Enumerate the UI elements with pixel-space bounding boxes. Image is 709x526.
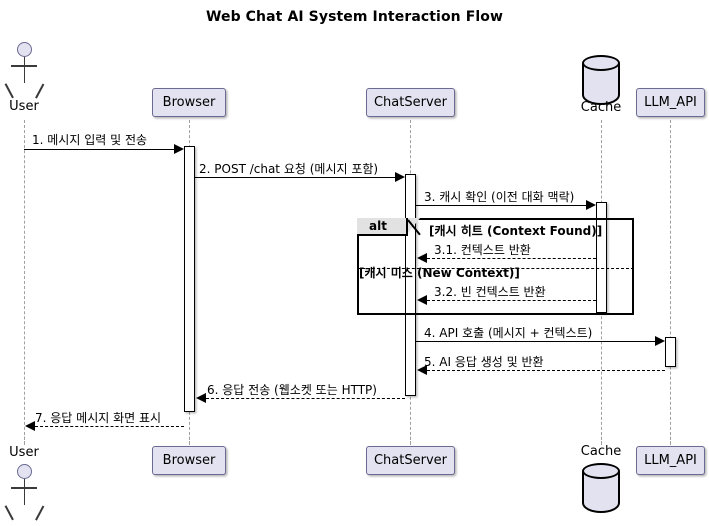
participant-label-browser-bottom: Browser <box>162 453 216 468</box>
page-title: Web Chat AI System Interaction Flow <box>205 9 504 25</box>
message-label-3-2: 3.2. 빈 컨텍스트 반환 <box>434 285 546 299</box>
participant-browser-bottom[interactable]: Browser <box>152 446 226 475</box>
message-line-4 <box>416 341 655 342</box>
message-arrowhead-3-2 <box>417 295 427 305</box>
actor-head-icon <box>17 42 32 57</box>
message-arrowhead-3 <box>586 200 596 210</box>
message-line-7 <box>35 426 184 427</box>
participant-label-browser-top: Browser <box>162 95 216 110</box>
message-line-5 <box>427 370 665 371</box>
lifeline-stub-llm-api <box>670 432 671 444</box>
fragment-guard-2: [캐시 미스 (New Context)] <box>359 266 520 280</box>
participant-label-user-bottom: User <box>9 445 39 460</box>
message-arrowhead-1 <box>174 144 184 154</box>
participant-label-llm-api-top: LLM_API <box>644 95 697 110</box>
actor-leg-left-bottom <box>4 505 14 521</box>
database-cylinder-icon-bottom <box>582 463 620 513</box>
lifeline-user <box>24 120 25 445</box>
message-line-3-1 <box>427 258 596 259</box>
actor-body-line <box>23 57 25 83</box>
participant-chatserver-bottom[interactable]: ChatServer <box>366 446 455 475</box>
message-arrowhead-3-1 <box>417 253 427 263</box>
participant-label-chatserver-bottom: ChatServer <box>373 453 447 468</box>
participant-chatserver-top[interactable]: ChatServer <box>366 88 455 117</box>
participant-browser-top[interactable]: Browser <box>152 88 226 117</box>
lifeline-stub-cache <box>601 432 602 444</box>
fragment-alt-cache <box>357 218 634 315</box>
participant-label-cache-bottom: Cache <box>580 444 622 459</box>
actor-leg-right <box>35 83 44 99</box>
fragment-operator-label: alt <box>369 219 387 233</box>
fragment-alt-operator-tab: alt <box>357 218 408 236</box>
message-label-3-1: 3.1. 컨텍스트 반환 <box>434 243 531 257</box>
message-arrowhead-6 <box>196 393 206 403</box>
message-arrowhead-4 <box>655 336 665 346</box>
activation-cache <box>596 202 607 313</box>
message-arrowhead-2 <box>395 172 405 182</box>
message-label-6: 6. 응답 전송 (웹소켓 또는 HTTP) <box>207 383 377 397</box>
activation-llm-api <box>665 337 676 367</box>
fragment-guard-1: [캐시 히트 (Context Found)] <box>429 224 603 238</box>
message-label-3: 3. 캐시 확인 (이전 대화 맥락) <box>424 190 575 204</box>
message-label-4: 4. API 호출 (메시지 + 컨텍스트) <box>424 326 593 340</box>
participant-label-llm-api-bottom: LLM_API <box>644 453 697 468</box>
actor-head-icon-bottom <box>17 464 32 479</box>
participant-llm-api-bottom[interactable]: LLM_API <box>636 446 705 475</box>
database-cylinder-icon <box>582 55 620 105</box>
participant-label-user-top: User <box>9 99 39 114</box>
actor-leg-right-bottom <box>35 505 44 521</box>
participant-llm-api-top[interactable]: LLM_API <box>636 88 705 117</box>
message-line-6 <box>206 398 405 399</box>
fragment-alt-divider <box>357 268 634 269</box>
message-label-2: 2. POST /chat 요청 (메시지 포함) <box>199 162 379 176</box>
lifeline-stub-user <box>24 432 25 444</box>
message-line-3-2 <box>427 300 596 301</box>
actor-leg-left <box>4 83 14 99</box>
actor-body-line-bottom <box>23 479 25 505</box>
actor-arms-line-bottom <box>11 487 37 489</box>
message-label-1: 1. 메시지 입력 및 전송 <box>32 133 148 147</box>
message-line-1 <box>24 149 175 150</box>
lifeline-llm-api <box>670 120 671 445</box>
activation-browser <box>184 146 195 412</box>
message-label-5: 5. AI 응답 생성 및 반환 <box>424 355 544 369</box>
participant-label-cache-top: Cache <box>580 100 622 115</box>
lifeline-stub-chatserver <box>410 432 411 444</box>
message-label-7: 7. 응답 메시지 화면 표시 <box>35 411 162 425</box>
message-arrowhead-5 <box>417 365 427 375</box>
message-arrowhead-7 <box>25 421 35 431</box>
message-line-3 <box>416 205 586 206</box>
participant-label-chatserver-top: ChatServer <box>373 95 447 110</box>
actor-arms-line <box>11 65 37 67</box>
fragment-tab-notch <box>408 218 420 233</box>
activation-chatserver <box>405 174 416 396</box>
lifeline-stub-browser <box>189 432 190 444</box>
message-line-2 <box>195 177 396 178</box>
